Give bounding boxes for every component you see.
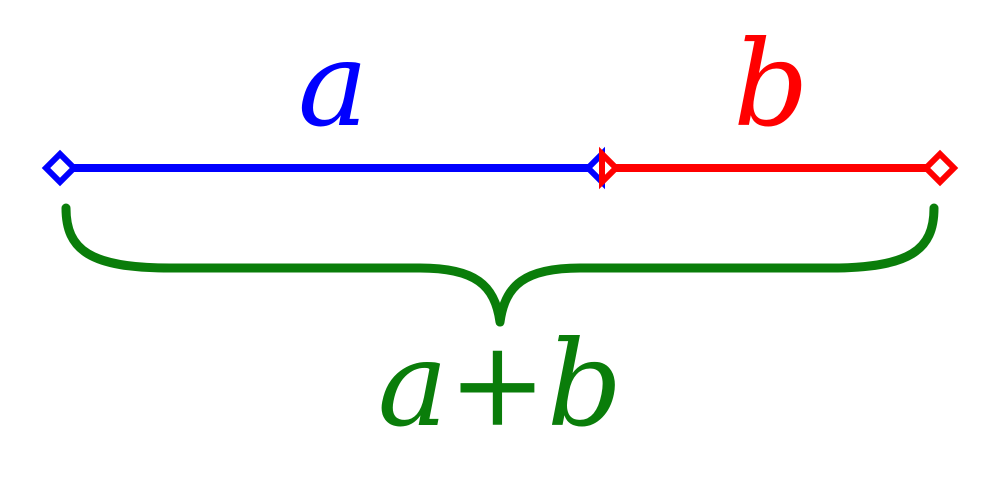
endpoint-right-marker: [921, 149, 959, 187]
endpoint-left-marker: [41, 149, 79, 187]
segment-a-label: a: [298, 15, 368, 153]
sum-label-a: a: [378, 315, 448, 453]
segment-b-label: b: [733, 15, 809, 153]
endpoint-middle-right-half: [599, 146, 621, 190]
sum-label-b: b: [547, 315, 623, 453]
sum-label-plus: +: [448, 315, 547, 453]
sum-brace: [61, 203, 939, 327]
sum-label: a+b: [378, 315, 623, 453]
